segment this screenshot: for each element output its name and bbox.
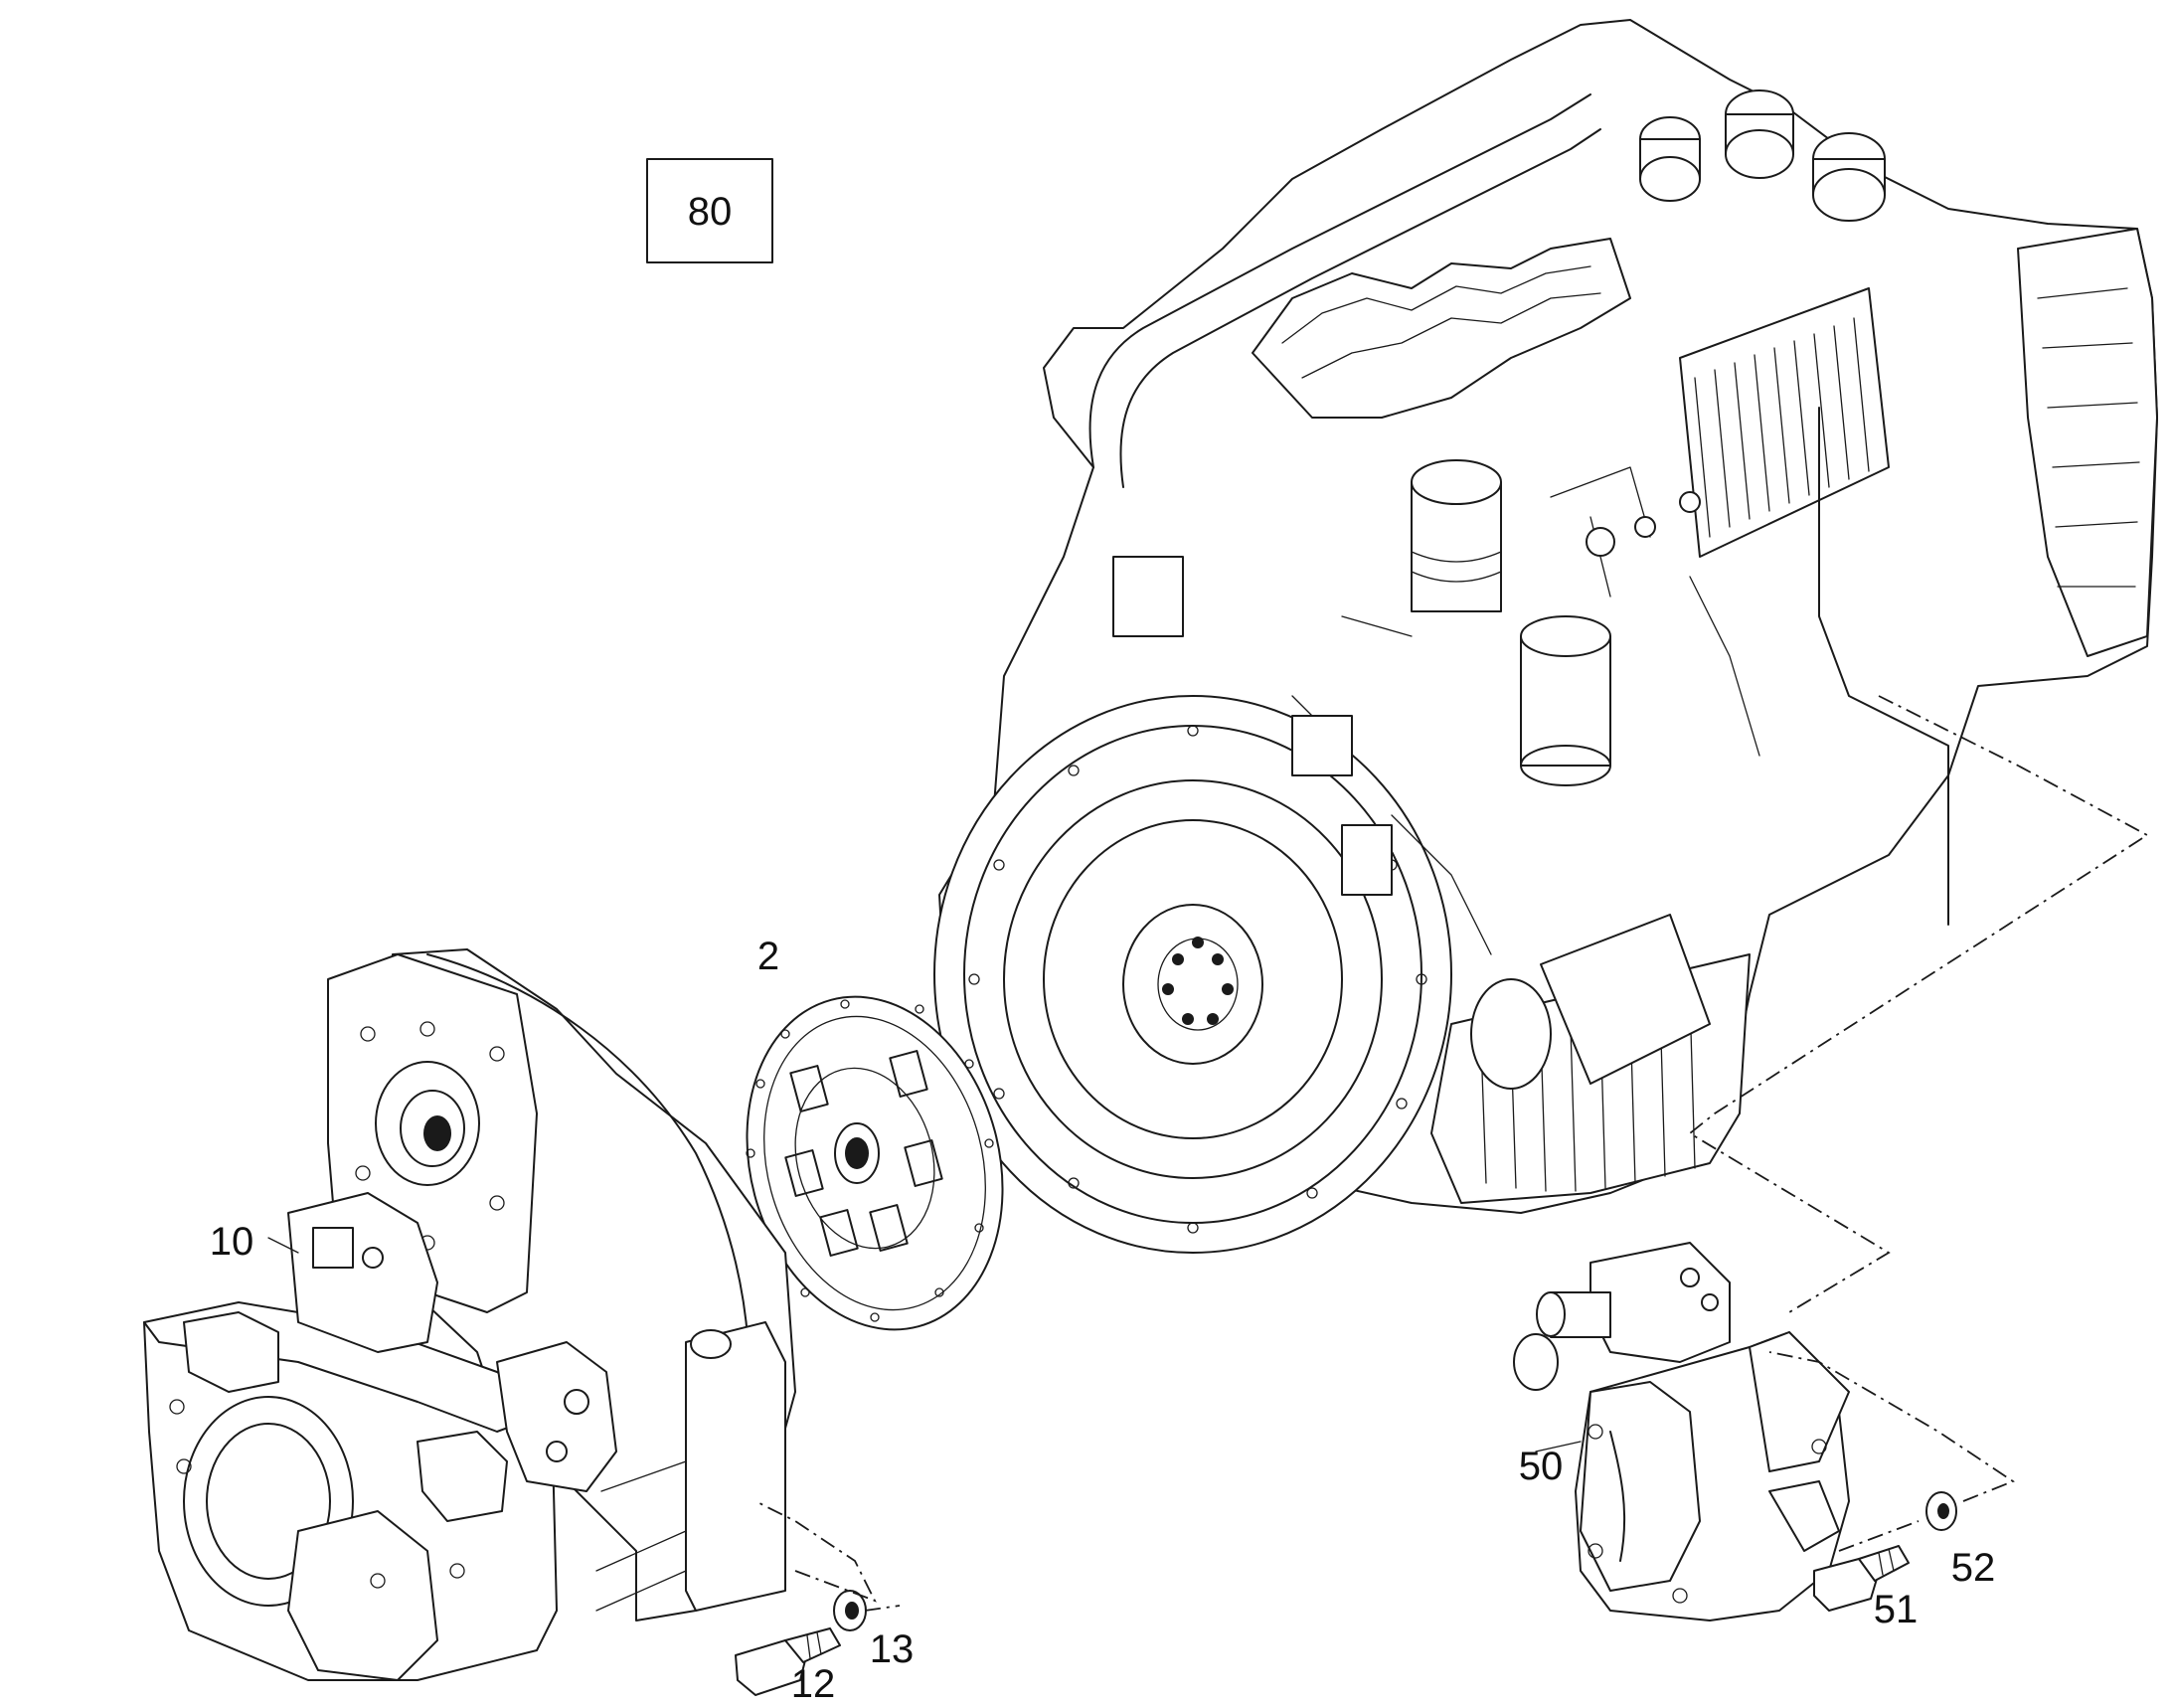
callout-50: 50 — [1519, 1445, 1564, 1488]
auxiliary-pump — [1513, 1242, 1850, 1622]
washer-52 — [1925, 1491, 1957, 1531]
callout-13: 13 — [870, 1627, 915, 1671]
cooler-fins — [1679, 287, 1890, 558]
washer-13 — [833, 1590, 867, 1631]
callout-labels: 2 10 12 13 50 51 52 — [210, 935, 1996, 1706]
callout-2: 2 — [757, 935, 779, 978]
leader-lines — [267, 1237, 1582, 1452]
callout-52: 52 — [1951, 1546, 1996, 1590]
assembly-lines — [754, 695, 2149, 1612]
callout-12: 12 — [791, 1662, 836, 1703]
section-number: 80 — [688, 190, 733, 234]
callout-10: 10 — [210, 1220, 254, 1264]
coupling-disc — [746, 995, 1004, 1331]
section-reference-box: 80 — [646, 158, 773, 263]
hydraulic-pump-assembly — [143, 948, 796, 1681]
callout-51: 51 — [1874, 1588, 1919, 1631]
bolt-12 — [735, 1627, 841, 1696]
engine-assembly — [933, 19, 2158, 1254]
oil-filter — [1411, 459, 1611, 786]
filler-caps — [1639, 89, 1886, 222]
bolt-51 — [1813, 1545, 1910, 1612]
